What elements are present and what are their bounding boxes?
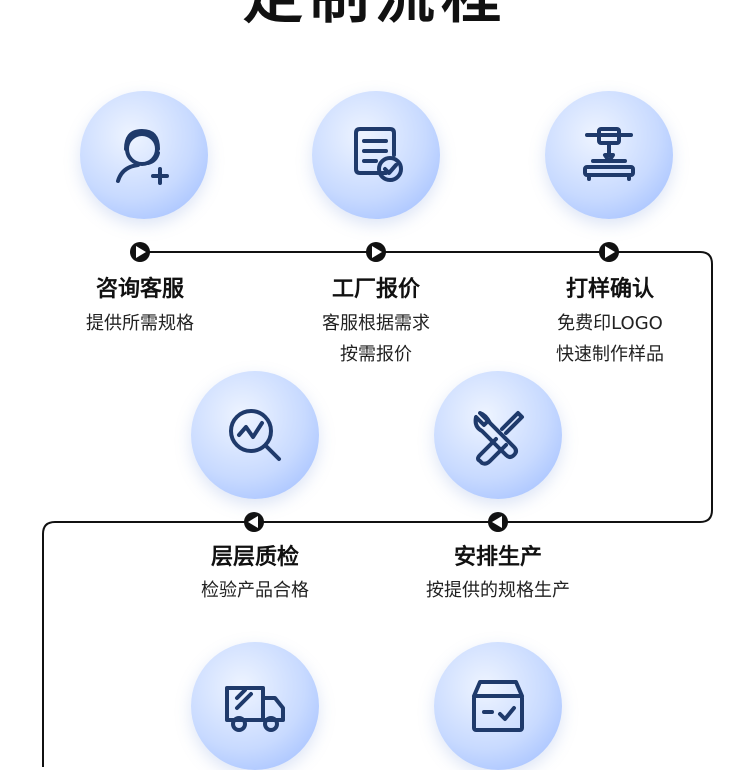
step-title-quote: 工厂报价 bbox=[331, 277, 420, 302]
step-desc-production: 按提供的规格生产 bbox=[426, 580, 570, 601]
step-desc-quality: 检验产品合格 bbox=[201, 580, 309, 601]
step-desc-quote-2: 按需报价 bbox=[340, 344, 412, 365]
step-desc-quote-1: 客服根据需求 bbox=[322, 313, 430, 334]
step-title-sample: 打样确认 bbox=[565, 277, 654, 302]
step-title-production: 安排生产 bbox=[453, 545, 542, 570]
arrow-right-marker-1 bbox=[130, 242, 150, 262]
tools-icon bbox=[434, 371, 562, 499]
step-title-quality: 层层质检 bbox=[210, 545, 299, 570]
step-desc-sample-1: 免费印LOGO bbox=[557, 313, 663, 334]
arrow-right-marker-2 bbox=[366, 242, 386, 262]
page-title: 定制流程 bbox=[0, 0, 750, 32]
package-box-icon bbox=[434, 642, 562, 770]
step-title-consult: 咨询客服 bbox=[95, 277, 184, 302]
3d-printer-icon bbox=[545, 91, 673, 219]
delivery-truck-icon bbox=[191, 642, 319, 770]
arrow-right-marker-3 bbox=[599, 242, 619, 262]
arrow-left-marker-1 bbox=[244, 512, 264, 532]
quality-search-icon bbox=[191, 371, 319, 499]
quote-document-icon bbox=[312, 91, 440, 219]
step-desc-sample-2: 快速制作样品 bbox=[556, 344, 664, 365]
customer-service-icon bbox=[80, 91, 208, 219]
step-desc-consult: 提供所需规格 bbox=[86, 313, 194, 334]
arrow-left-marker-2 bbox=[488, 512, 508, 532]
